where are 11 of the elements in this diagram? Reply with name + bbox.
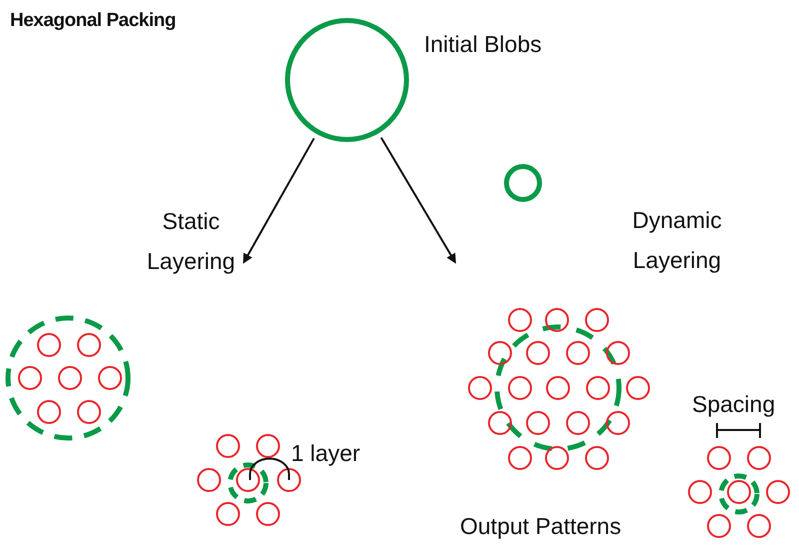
blob-circle: [285, 18, 409, 142]
layer-label: 1 layer: [291, 439, 360, 468]
blob-circle: [504, 164, 542, 202]
diagram-title: Hexagonal Packing: [10, 10, 176, 32]
spacing-label: Spacing: [692, 390, 776, 419]
arrow: [243, 138, 315, 264]
arrow: [380, 137, 456, 264]
patterns-label: Output Patterns: [460, 512, 622, 541]
stage-label: Static Layering: [138, 201, 244, 281]
blob-caption: Initial Blobs: [424, 30, 542, 59]
stage-label: Dynamic Layering: [631, 206, 723, 275]
